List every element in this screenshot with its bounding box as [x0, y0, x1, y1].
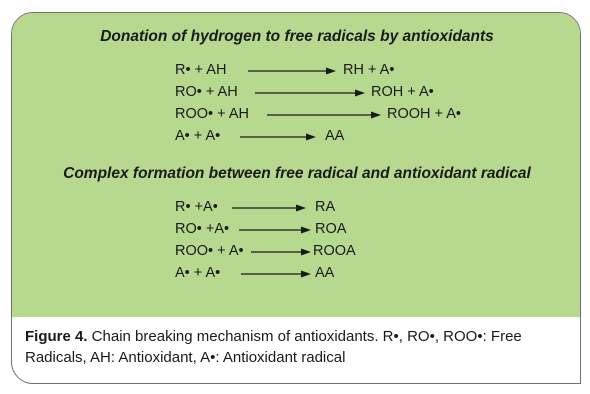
reaction-products: RH + A• — [343, 62, 395, 78]
reaction-products: ROA — [315, 221, 347, 237]
reaction-row: R• +A• RA — [175, 199, 475, 219]
reaction-reactants: R• + AH — [175, 62, 227, 78]
reaction-row: R• + AH RH + A• — [175, 62, 505, 82]
reaction-arrow-icon — [241, 270, 311, 278]
reaction-row: RO• + AH ROH + A• — [175, 84, 505, 104]
reaction-reactants: RO• +A• — [175, 221, 230, 237]
reaction-arrow-icon — [267, 111, 381, 119]
reaction-arrow-icon — [239, 226, 311, 234]
figure-caption-text: Chain breaking mechanism of antioxidants… — [25, 328, 522, 366]
reaction-products: ROOH + A• — [387, 106, 461, 122]
reaction-reactants: A• + A• — [175, 265, 221, 281]
reaction-row: RO• +A• ROA — [175, 221, 475, 241]
reaction-arrow-icon — [248, 67, 336, 75]
reaction-arrow-icon — [251, 248, 311, 256]
figure-frame: Donation of hydrogen to free radicals by… — [11, 12, 581, 384]
reaction-row: ROO• + A• ROOA — [175, 243, 475, 263]
section-heading-hydrogen-donation: Donation of hydrogen to free radicals by… — [100, 28, 494, 45]
reaction-panel: Donation of hydrogen to free radicals by… — [12, 13, 580, 317]
reaction-reactants: ROO• + A• — [175, 243, 244, 259]
reaction-row: A• + A• AA — [175, 128, 475, 148]
reaction-arrow-icon — [232, 204, 306, 212]
reaction-products: AA — [325, 128, 345, 144]
figure-caption: Figure 4. Chain breaking mechanism of an… — [25, 326, 570, 368]
reaction-products: AA — [315, 265, 335, 281]
reaction-products: RA — [315, 199, 336, 215]
reaction-reactants: A• + A• — [175, 128, 221, 144]
reaction-arrow-icon — [255, 89, 365, 97]
reaction-row: A• + A• AA — [175, 265, 475, 285]
reaction-row: ROO• + AH ROOH + A• — [175, 106, 515, 126]
figure-label: Figure 4. — [25, 328, 88, 345]
reaction-products: ROOA — [313, 243, 356, 259]
reaction-products: ROH + A• — [371, 84, 434, 100]
reaction-arrow-icon — [240, 133, 316, 141]
reaction-reactants: RO• + AH — [175, 84, 238, 100]
reaction-reactants: ROO• + AH — [175, 106, 249, 122]
section-heading-complex-formation: Complex formation between free radical a… — [63, 165, 531, 182]
reaction-reactants: R• +A• — [175, 199, 218, 215]
